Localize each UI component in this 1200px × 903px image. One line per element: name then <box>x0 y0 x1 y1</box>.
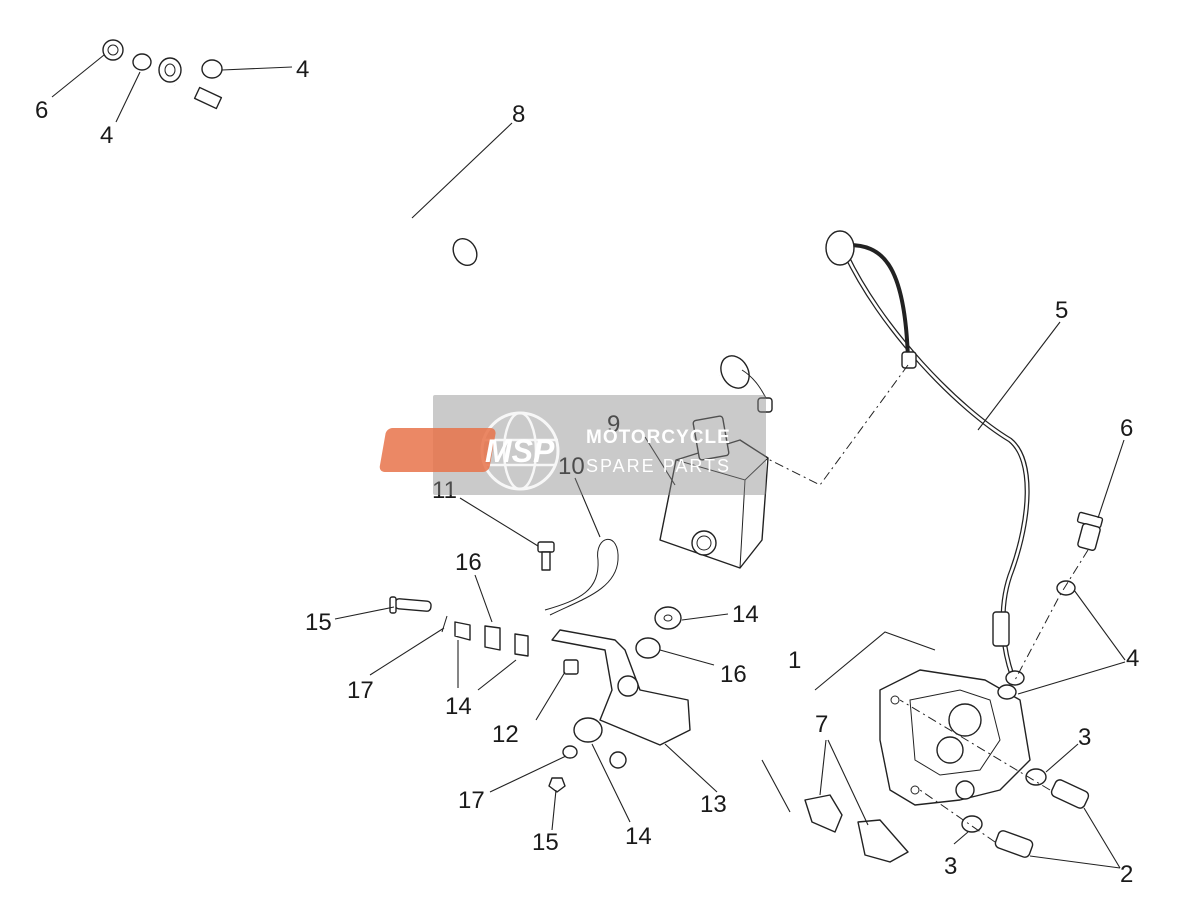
spring-clip-part-10 <box>544 538 619 616</box>
watermark-logo-badge <box>379 428 496 472</box>
brake-pads-part-7 <box>804 794 909 863</box>
watermark-logo: MSP <box>485 433 555 469</box>
callout-8: 8 <box>512 101 525 128</box>
callout-16-right: 16 <box>720 661 747 688</box>
callout-15-bottom: 15 <box>532 829 559 856</box>
callout-4-right: 4 <box>1126 645 1139 672</box>
valve-unit-part-9 <box>659 415 769 569</box>
washers-part-14-16 <box>548 606 682 793</box>
callout-10: 10 <box>558 453 585 480</box>
washer-part-4-top-a <box>132 53 152 71</box>
callout-17-left: 17 <box>347 677 374 704</box>
callout-4-top-left: 4 <box>100 122 113 149</box>
globe-icon <box>480 411 560 491</box>
leader-lines <box>51 54 1126 869</box>
small-parts-left <box>441 615 529 657</box>
brake-hose-part-8 <box>174 83 773 413</box>
callout-12: 12 <box>492 721 519 748</box>
banjo-fitting <box>158 57 182 83</box>
dashed-link-bleeder <box>1014 549 1089 681</box>
callout-14-right: 14 <box>732 601 759 628</box>
callout-labels: 6 4 4 8 5 6 9 10 11 16 15 17 14 12 17 15… <box>35 56 1139 888</box>
banjo-bolt-part-6-top <box>102 39 124 61</box>
screw-part-11 <box>537 541 555 571</box>
callout-3-upper: 3 <box>1078 724 1091 751</box>
callout-14-left: 14 <box>445 693 472 720</box>
callout-6-right: 6 <box>1120 415 1133 442</box>
callout-16-left: 16 <box>455 549 482 576</box>
callout-11: 11 <box>432 477 457 504</box>
bracket-part-13 <box>551 629 691 769</box>
caliper-part-1 <box>879 669 1031 806</box>
callout-2: 2 <box>1120 861 1133 888</box>
callout-9: 9 <box>607 411 620 438</box>
caliper-bracket-line-2 <box>761 759 791 813</box>
watermark-line-1: MOTORCYCLE <box>586 427 731 448</box>
callout-7: 7 <box>815 711 828 738</box>
watermark-line-2: SPARE PARTS <box>586 456 731 476</box>
nut-part-12 <box>563 659 579 675</box>
dashed-link-hose-to-abs <box>759 364 909 486</box>
washers-part-3 <box>961 768 1047 833</box>
callout-1: 1 <box>788 647 801 674</box>
callout-5: 5 <box>1055 297 1068 324</box>
callout-13: 13 <box>700 791 727 818</box>
brake-hose-part-5 <box>825 230 1030 686</box>
callout-15-left: 15 <box>305 609 332 636</box>
callout-14-bottom: 14 <box>625 823 652 850</box>
watermark: MSP MOTORCYCLE SPARE PARTS <box>379 395 766 495</box>
callout-4-top-right: 4 <box>296 56 309 83</box>
callout-3-lower: 3 <box>944 853 957 880</box>
bleeder-part-6-right <box>1076 511 1104 551</box>
washers-part-4-right <box>997 580 1076 700</box>
washer-part-4-top-b <box>201 59 223 79</box>
dashed-link-bolt-lower <box>919 789 996 843</box>
caliper-bracket-line <box>814 631 936 691</box>
callout-17-bottom: 17 <box>458 787 485 814</box>
pin-part-15-left <box>389 596 432 614</box>
bolts-part-2 <box>994 779 1090 858</box>
callout-6-top: 6 <box>35 97 48 124</box>
